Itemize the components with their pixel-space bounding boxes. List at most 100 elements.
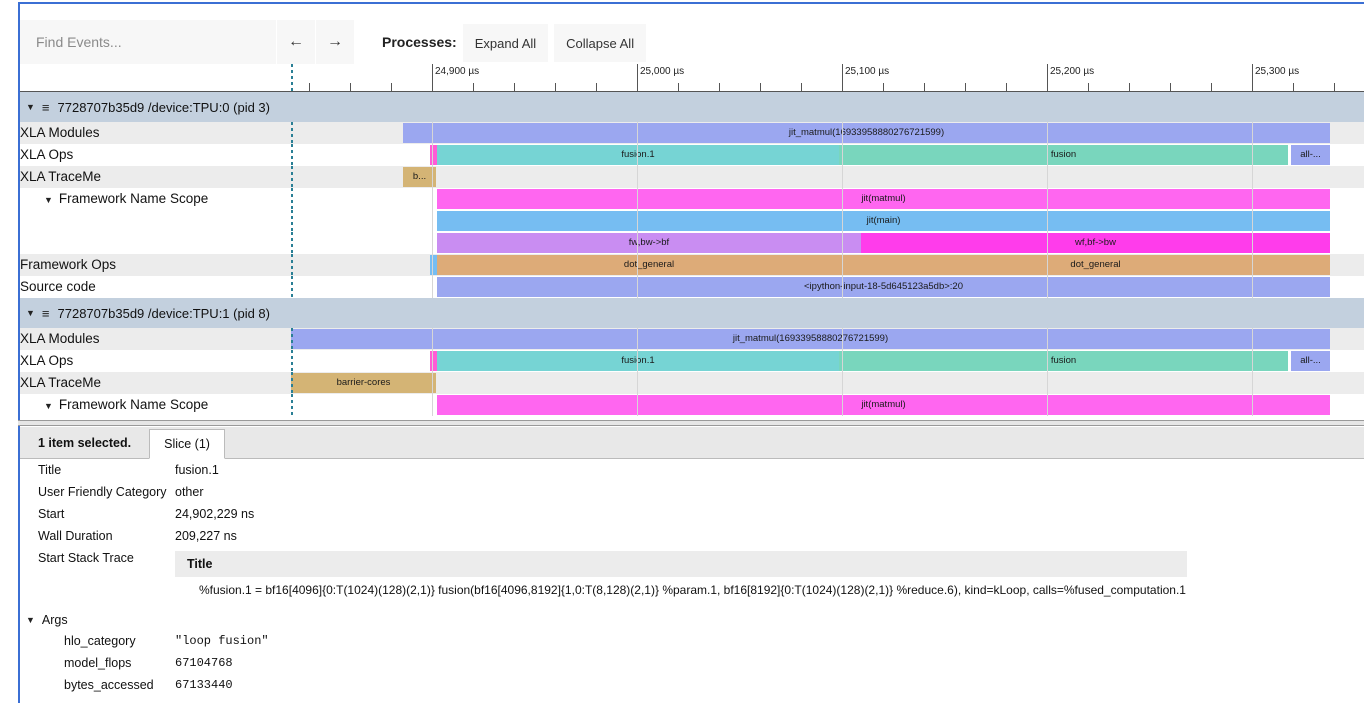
- collapse-all-button[interactable]: Collapse All: [554, 24, 647, 62]
- process-name: 7728707b35d9 /device:TPU:1 (pid 8): [57, 305, 270, 321]
- process-header[interactable]: ▼≡7728707b35d9 /device:TPU:0 (pid 3): [20, 92, 1364, 122]
- track-label-gutter: [20, 210, 270, 232]
- timeline-slice[interactable]: [430, 351, 437, 371]
- ruler-major-tick: [637, 64, 638, 91]
- track-label-xla-modules[interactable]: XLA Modules: [20, 331, 100, 346]
- detail-field-key: User Friendly Category: [38, 485, 167, 499]
- timeline-gridline: [842, 254, 843, 276]
- timeline-slice[interactable]: jit_matmul(16933958880276721599): [403, 123, 1330, 143]
- process-header[interactable]: ▼ ≡ 7728707b35d9 /device:TPU:1 (pid 8): [20, 298, 1364, 328]
- search-input[interactable]: [20, 20, 276, 64]
- chevron-down-icon[interactable]: ▼: [26, 102, 35, 112]
- timeline-slice[interactable]: dot_general: [437, 255, 861, 275]
- chevron-down-icon[interactable]: ▼: [44, 195, 53, 205]
- ruler-tick-label: 24,900 µs: [435, 66, 480, 77]
- track-label-gutter: [20, 394, 270, 416]
- track-label-xla-modules[interactable]: XLA Modules: [20, 125, 100, 140]
- timeline-gridline: [842, 122, 843, 144]
- ruler-major-tick: [432, 64, 433, 91]
- prev-event-button[interactable]: ←: [277, 20, 315, 64]
- chevron-down-icon[interactable]: ▼: [44, 401, 53, 411]
- track-label-framework-ops[interactable]: Framework Ops: [20, 257, 117, 272]
- args-section-header[interactable]: ▼Args: [20, 607, 1364, 630]
- tab-slice[interactable]: Slice (1): [149, 429, 225, 459]
- timeline-gridline: [637, 144, 638, 166]
- timeline-track-row[interactable]: jit_matmul(16933958880276721599) XLA Modu…: [20, 122, 1364, 144]
- timeline-gridline: [1047, 166, 1048, 188]
- timeline-slice[interactable]: b...: [403, 167, 436, 187]
- timeline-track-row[interactable]: barrier-cores XLA TraceMe: [20, 372, 1364, 394]
- stack-trace-entry[interactable]: %fusion.1 = bf16[4096]{0:T(1024)(128)(2,…: [199, 583, 1186, 597]
- timeline-gridline: [1047, 122, 1048, 144]
- timeline-track-row[interactable]: b... XLA TraceMe: [20, 166, 1364, 188]
- timeline-slice[interactable]: all-...: [1291, 145, 1330, 165]
- timeline-track-row[interactable]: jit(main): [20, 210, 1364, 232]
- timeline-slice[interactable]: jit(main): [437, 211, 1330, 231]
- ruler-minor-tick: [1293, 83, 1294, 91]
- timeline-slice[interactable]: wf,bf->bw: [861, 233, 1330, 253]
- expand-all-button[interactable]: Expand All: [462, 24, 549, 62]
- timeline-slice[interactable]: [430, 145, 437, 165]
- track-label-gutter: [20, 188, 270, 210]
- timeline-slice[interactable]: fw,bw->bf: [437, 233, 861, 253]
- timeline-slice[interactable]: fusion.1: [437, 145, 839, 165]
- timeline-gridline: [1252, 276, 1253, 298]
- timeline-track-row[interactable]: <ipython-input-18-5d645123a5db>:20 Source…: [20, 276, 1364, 298]
- time-cursor-line[interactable]: [291, 64, 293, 91]
- track-label-framework-name-scope[interactable]: ▼Framework Name Scope: [20, 188, 208, 210]
- track-label-xla-ops[interactable]: XLA Ops: [20, 353, 74, 368]
- hamburger-icon[interactable]: ≡: [41, 305, 50, 321]
- timeline-gridline: [1047, 188, 1048, 210]
- detail-field-value: fusion.1: [175, 463, 219, 477]
- ruler-minor-tick: [719, 83, 720, 91]
- timeline-slice[interactable]: all-...: [1291, 351, 1330, 371]
- timeline-slice[interactable]: jit(matmul): [437, 395, 1330, 415]
- timeline-slice[interactable]: jit(matmul): [437, 189, 1330, 209]
- timeline-slice[interactable]: fusion: [839, 351, 1288, 371]
- arg-value: 67133440: [175, 678, 233, 692]
- timeline-track-row[interactable]: jit(matmul) ▼Framework Name Scope: [20, 394, 1364, 416]
- timeline-slice[interactable]: dot_general: [861, 255, 1330, 275]
- timeline-gridline: [1047, 144, 1048, 166]
- panel-splitter[interactable]: [18, 420, 1364, 426]
- timeline-gridline: [842, 394, 843, 416]
- timeline-slice[interactable]: [430, 255, 437, 275]
- timeline-gridline: [1252, 166, 1253, 188]
- timeline-gridline: [637, 254, 638, 276]
- timeline-slice[interactable]: barrier-cores: [291, 373, 436, 393]
- arg-value: "loop fusion": [175, 634, 269, 648]
- timeline-slice[interactable]: <ipython-input-18-5d645123a5db>:20: [437, 277, 1330, 297]
- timeline-tracks[interactable]: ▼≡7728707b35d9 /device:TPU:0 (pid 3)jit_…: [20, 92, 1364, 422]
- track-label-framework-name-scope[interactable]: ▼Framework Name Scope: [20, 394, 208, 416]
- chevron-down-icon[interactable]: ▼: [26, 615, 35, 625]
- detail-field-key: Start: [38, 507, 65, 521]
- timeline-gridline: [432, 122, 433, 144]
- timeline-slice[interactable]: fusion.1: [437, 351, 839, 371]
- ruler-tick-label: 25,100 µs: [845, 66, 890, 77]
- timeline-gridline: [1252, 122, 1253, 144]
- track-label-xla-traceme[interactable]: XLA TraceMe: [20, 375, 102, 390]
- timeline-slice[interactable]: fusion: [839, 145, 1288, 165]
- hamburger-icon[interactable]: ≡: [41, 99, 50, 115]
- timeline-gridline: [1047, 232, 1048, 254]
- timeline-gridline: [637, 328, 638, 350]
- timeline-gridline: [842, 232, 843, 254]
- timeline-track-row[interactable]: jit(matmul) ▼Framework Name Scope: [20, 188, 1364, 210]
- timeline-gridline: [637, 276, 638, 298]
- track-label-xla-traceme[interactable]: XLA TraceMe: [20, 169, 102, 184]
- timeline-gridline: [432, 144, 433, 166]
- timeline-slice[interactable]: jit_matmul(16933958880276721599): [291, 329, 1330, 349]
- timeline-track-row[interactable]: jit_matmul(16933958880276721599) XLA Modu…: [20, 328, 1364, 350]
- next-event-button[interactable]: →: [316, 20, 354, 64]
- track-label-xla-ops[interactable]: XLA Ops: [20, 147, 74, 162]
- chevron-down-icon[interactable]: ▼: [26, 308, 35, 318]
- ruler-minor-tick: [924, 83, 925, 91]
- timeline-gridline: [432, 276, 433, 298]
- track-label-source-code[interactable]: Source code: [20, 279, 96, 294]
